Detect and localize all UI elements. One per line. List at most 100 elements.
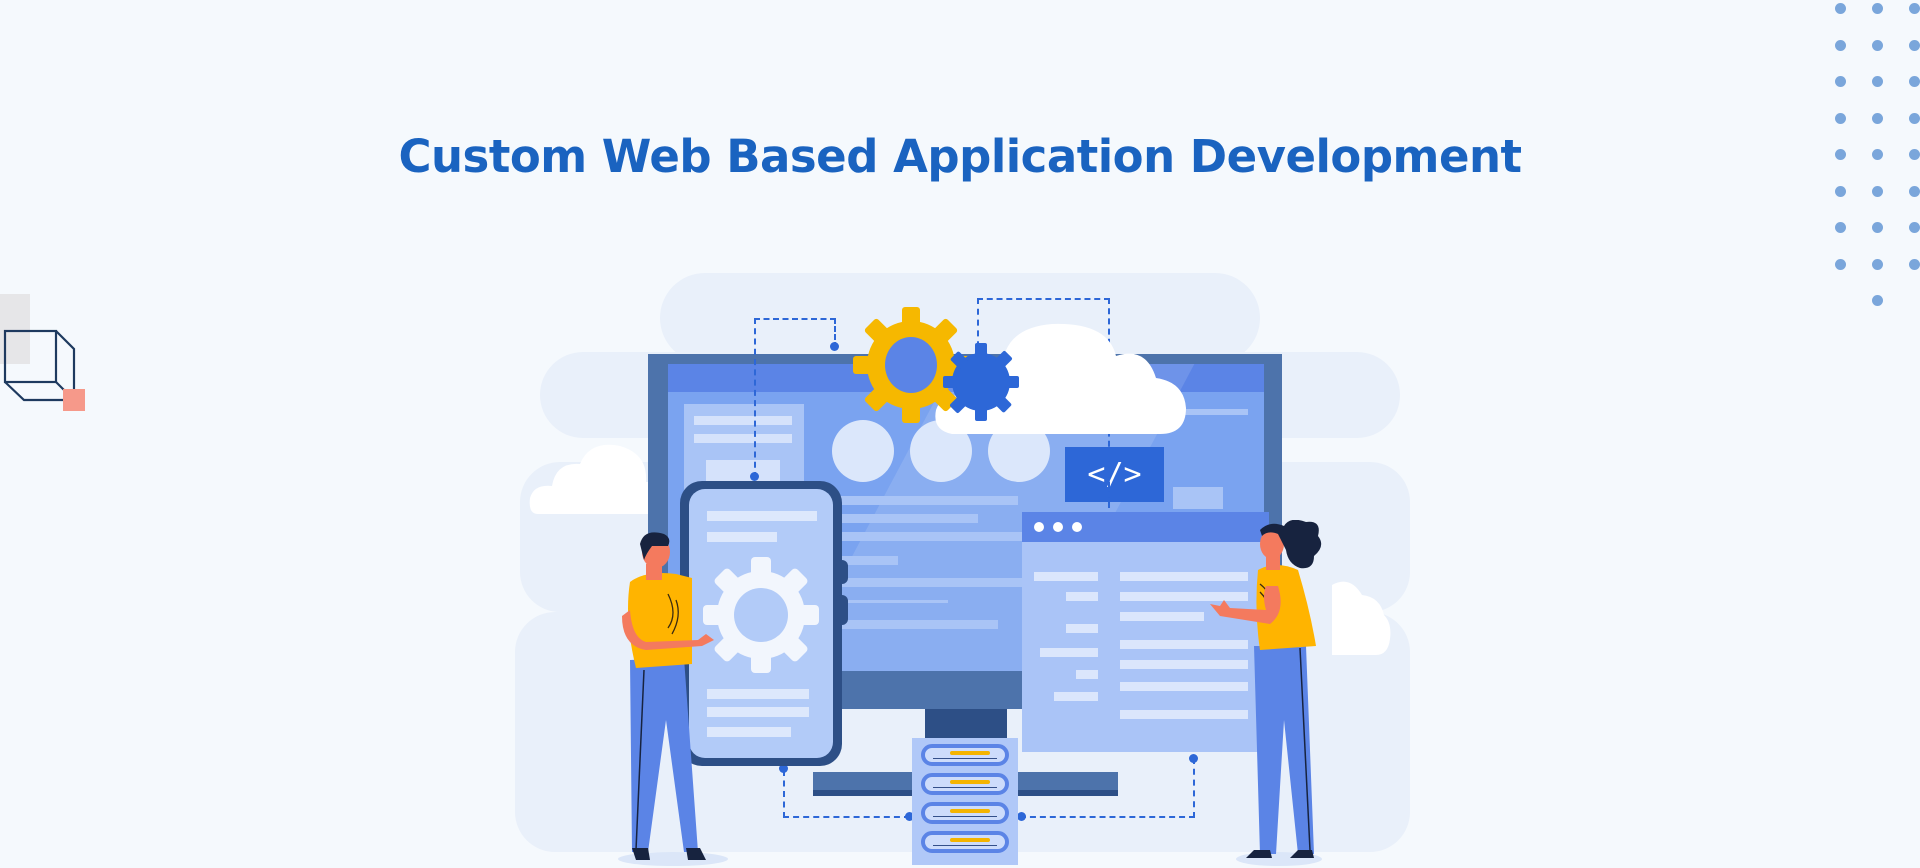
grid-dot: [1835, 185, 1846, 197]
connector-line: [783, 816, 910, 818]
placeholder-line: [838, 532, 1038, 541]
placeholder-line: [1066, 624, 1098, 633]
grid-dot: [1872, 185, 1883, 197]
connector-node: [905, 812, 914, 821]
grid-dot: [1872, 222, 1883, 233]
cloud-icon: [1332, 581, 1391, 655]
connector-node: [1017, 812, 1026, 821]
connector-line: [977, 298, 1110, 300]
gear-icon: [852, 306, 970, 424]
phone-side-button: [836, 560, 848, 584]
browser-window-icon: [1022, 512, 1269, 752]
window-dot: [1034, 522, 1044, 532]
connector-node: [1189, 754, 1198, 763]
code-symbol-icon: </>: [1065, 447, 1164, 502]
connector-node: [750, 472, 759, 481]
grid-dot: [1835, 258, 1846, 270]
connector-line: [834, 318, 836, 348]
server-slot: [933, 758, 997, 759]
connector-node: [779, 764, 788, 773]
window-dot: [1053, 522, 1063, 532]
gear-icon: [942, 342, 1020, 422]
grid-dot: [1872, 3, 1883, 14]
connector-line: [754, 318, 836, 320]
cloud-icon: [529, 444, 656, 514]
placeholder-line: [1076, 670, 1098, 679]
placeholder-line: [694, 434, 792, 443]
grid-dot: [1835, 112, 1846, 124]
placeholder-line: [838, 600, 948, 603]
grid-dot: [1872, 149, 1883, 160]
placeholder-line: [707, 532, 777, 542]
placeholder-line: [1120, 572, 1248, 581]
placeholder-line: [1120, 682, 1248, 691]
connector-line: [1020, 816, 1195, 818]
grid-dot: [1909, 76, 1920, 87]
grid-dot: [1909, 112, 1920, 124]
gear-icon: [701, 555, 821, 675]
monitor-stand-neck: [925, 709, 1007, 741]
grid-dot: [1909, 185, 1920, 197]
placeholder-line: [838, 514, 978, 523]
phone-screen: [689, 489, 833, 758]
connector-node: [830, 342, 839, 351]
server-unit: [921, 773, 1009, 795]
grid-dot: [1835, 222, 1846, 233]
placeholder-line: [838, 496, 1018, 505]
connector-line: [977, 298, 979, 358]
placeholder-line: [707, 689, 809, 699]
placeholder-line: [1034, 572, 1098, 581]
placeholder-line: [1054, 692, 1098, 701]
placeholder-line: [1066, 592, 1098, 601]
grid-dot: [1835, 149, 1846, 160]
placeholder-block: [1173, 487, 1223, 509]
phone-side-button: [836, 595, 848, 625]
server-led: [950, 809, 990, 813]
placeholder-line: [707, 727, 791, 737]
placeholder-line: [707, 511, 817, 521]
connector-line: [1193, 758, 1195, 818]
placeholder-line: [838, 578, 1038, 587]
server-slot: [933, 816, 997, 817]
placeholder-line: [838, 620, 998, 629]
grid-dot: [1909, 222, 1920, 233]
connector-line: [783, 770, 785, 818]
server-unit: [921, 802, 1009, 824]
placeholder-line: [838, 556, 898, 565]
person-icon: [622, 532, 714, 860]
connector-line: [754, 318, 756, 478]
grid-dot: [1909, 149, 1920, 160]
server-stack-icon: [912, 738, 1018, 865]
server-led: [950, 838, 990, 842]
placeholder-line: [694, 416, 792, 425]
placeholder-line: [1120, 710, 1248, 719]
placeholder-line: [1120, 640, 1248, 649]
server-unit: [921, 744, 1009, 766]
placeholder-line: [1120, 660, 1248, 669]
cube-accent: [63, 389, 85, 411]
placeholder-circle: [832, 420, 894, 482]
person-icon: [1210, 520, 1322, 858]
grid-dot: [1872, 112, 1883, 124]
window-dot: [1072, 522, 1082, 532]
page-title: Custom Web Based Application Development: [398, 130, 1522, 183]
placeholder-line: [707, 707, 809, 717]
grid-dot: [1909, 39, 1920, 51]
grid-dot: [1835, 76, 1846, 87]
grid-dot: [1872, 39, 1883, 51]
grid-dot: [1872, 295, 1883, 306]
server-led: [950, 751, 990, 755]
server-slot: [933, 787, 997, 788]
server-led: [950, 780, 990, 784]
placeholder-line: [1040, 648, 1098, 657]
placeholder-line: [1120, 592, 1248, 601]
placeholder-line: [1120, 612, 1204, 621]
placeholder-line: [1168, 409, 1248, 415]
grid-dot: [1872, 76, 1883, 87]
server-unit: [921, 831, 1009, 853]
grid-dot: [1835, 3, 1846, 14]
grid-dot: [1909, 258, 1920, 270]
grid-dot: [1909, 3, 1920, 14]
browser-title-bar: [1022, 512, 1269, 542]
server-slot: [933, 845, 997, 846]
